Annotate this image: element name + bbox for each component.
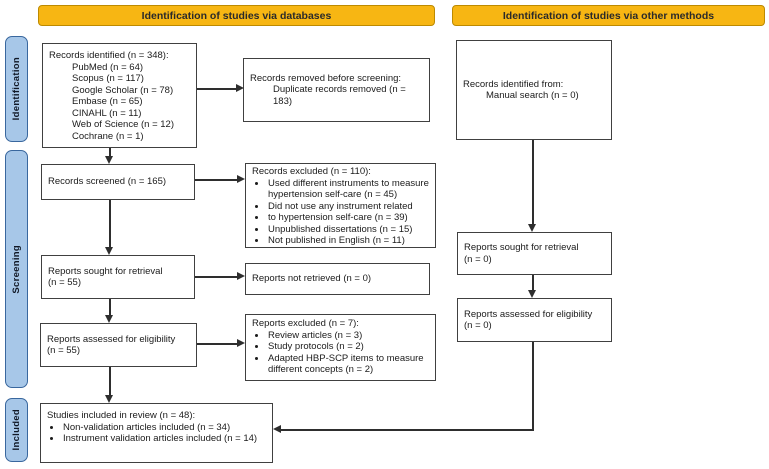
box-title: Reports excluded (n = 7):: [252, 318, 359, 329]
line-item: Review articles (n = 3): [267, 330, 429, 342]
box-reports-assessed-other: Reports assessed for eligibility (n = 0): [457, 298, 612, 342]
stage-label-included-text: Included: [11, 409, 22, 451]
stage-label-screening-text: Screening: [11, 244, 22, 294]
database-list: PubMed (n = 64)Scopus (n = 117)Google Sc…: [49, 62, 190, 143]
box-title: Records excluded (n = 110):: [252, 166, 371, 177]
column-header-databases-label: Identification of studies via databases: [141, 9, 332, 22]
arrow-identified-to-screened-line: [109, 148, 111, 157]
arrow-sought-to-assessed-line: [109, 299, 111, 316]
box-count: (n = 0): [464, 253, 492, 265]
arrow-screened-to-excluded-head: [237, 175, 245, 183]
box-title: Studies included in review (n = 48):: [47, 410, 196, 421]
arrow-other-sought-to-assessed-line: [532, 275, 534, 291]
box-reports-sought: Reports sought for retrieval (n = 55): [41, 255, 195, 299]
line-item: Non-validation articles included (n = 34…: [62, 422, 269, 434]
arrow-screened-to-sought-head: [105, 247, 113, 255]
connector-other-assessed-down-line: [532, 342, 534, 430]
box-reports-sought-other: Reports sought for retrieval (n = 0): [457, 232, 612, 275]
connector-other-to-included-head: [273, 425, 281, 433]
box-reports-not-retrieved: Reports not retrieved (n = 0): [245, 263, 430, 295]
box-title: Records identified (n = 348):: [49, 50, 169, 61]
box-reports-assessed: Reports assessed for eligibility (n = 55…: [40, 323, 197, 367]
line-item: Web of Science (n = 12): [72, 119, 175, 130]
arrow-other-identified-to-sought-line: [532, 140, 534, 225]
line-item: Unpublished dissertations (n = 15): [267, 224, 429, 236]
box-title: Reports sought for retrieval: [48, 265, 163, 277]
arrow-sought-to-not-retrieved-line: [195, 276, 237, 278]
line-item: Used different instruments to measure hy…: [267, 178, 429, 201]
connector-other-to-included-line: [281, 429, 534, 431]
line-item: Google Scholar (n = 78): [72, 84, 174, 96]
box-title: Reports sought for retrieval: [464, 242, 579, 253]
arrow-sought-to-assessed-head: [105, 315, 113, 323]
arrow-assessed-to-included-line: [109, 367, 111, 396]
box-records-screened: Records screened (n = 165): [41, 164, 195, 200]
report-excluded-reasons-list: Review articles (n = 3)Study protocols (…: [252, 330, 429, 376]
line-item: PubMed (n = 64): [72, 61, 144, 73]
line-item: Cochrane (n = 1): [72, 130, 144, 142]
line-item: to hypertension self-care (n = 39): [267, 212, 429, 224]
box-count: (n = 0): [464, 320, 492, 331]
arrow-assessed-to-excluded-head: [237, 339, 245, 347]
box-records-identified: Records identified (n = 348): PubMed (n …: [42, 43, 197, 148]
box-records-removed: Records removed before screening: Duplic…: [243, 58, 430, 122]
column-header-other-methods: Identification of studies via other meth…: [452, 5, 765, 26]
arrow-other-sought-to-assessed-head: [528, 290, 536, 298]
line-item: Duplicate records removed (n = 183): [273, 84, 406, 107]
line-item: Scopus (n = 117): [72, 73, 144, 84]
line-item: Embase (n = 65): [72, 96, 143, 107]
box-reports-excluded: Reports excluded (n = 7): Review article…: [245, 314, 436, 381]
box-title: Records screened (n = 165): [48, 176, 167, 188]
line-item: Adapted HBP-SCP items to measure differe…: [267, 353, 429, 376]
arrow-assessed-to-included-head: [105, 395, 113, 403]
line-item: Instrument validation articles included …: [62, 433, 269, 445]
line-item: Study protocols (n = 2): [267, 341, 429, 353]
stage-label-identification: Identification: [5, 36, 28, 142]
removed-list: Duplicate records removed (n = 183): [250, 84, 423, 107]
stage-label-included: Included: [5, 398, 28, 462]
box-title: Records identified from:: [463, 78, 564, 90]
arrow-assessed-to-excluded-line: [197, 343, 237, 345]
arrow-screened-to-excluded-line: [195, 179, 237, 181]
box-count: (n = 55): [47, 345, 81, 356]
excluded-reasons-list: Used different instruments to measure hy…: [252, 178, 429, 247]
box-title: Records removed before screening:: [250, 72, 402, 84]
line-item: Not published in English (n = 11): [267, 235, 429, 247]
stage-label-screening: Screening: [5, 150, 28, 388]
column-header-databases: Identification of studies via databases: [38, 5, 435, 26]
box-studies-included: Studies included in review (n = 48): Non…: [40, 403, 273, 463]
line-item: Manual search (n = 0): [486, 90, 579, 101]
box-records-identified-other: Records identified from: Manual search (…: [456, 40, 612, 140]
arrow-identified-to-removed-line: [197, 88, 236, 90]
column-header-other-methods-label: Identification of studies via other meth…: [502, 9, 715, 22]
manual-search-list: Manual search (n = 0): [463, 90, 605, 102]
line-item: CINAHL (n = 11): [72, 107, 142, 119]
box-title: Reports assessed for eligibility: [464, 308, 593, 320]
arrow-identified-to-screened-head: [105, 156, 113, 164]
box-count: (n = 55): [48, 277, 82, 288]
line-item: Did not use any instrument related: [267, 201, 429, 213]
included-studies-list: Non-validation articles included (n = 34…: [47, 422, 269, 445]
box-records-excluded: Records excluded (n = 110): Used differe…: [245, 163, 436, 248]
stage-label-identification-text: Identification: [11, 57, 22, 121]
arrow-screened-to-sought-line: [109, 200, 111, 248]
arrow-identified-to-removed-head: [236, 84, 244, 92]
arrow-sought-to-not-retrieved-head: [237, 272, 245, 280]
box-title: Reports assessed for eligibility: [47, 333, 176, 345]
arrow-other-identified-to-sought-head: [528, 224, 536, 232]
box-title: Reports not retrieved (n = 0): [252, 273, 372, 285]
